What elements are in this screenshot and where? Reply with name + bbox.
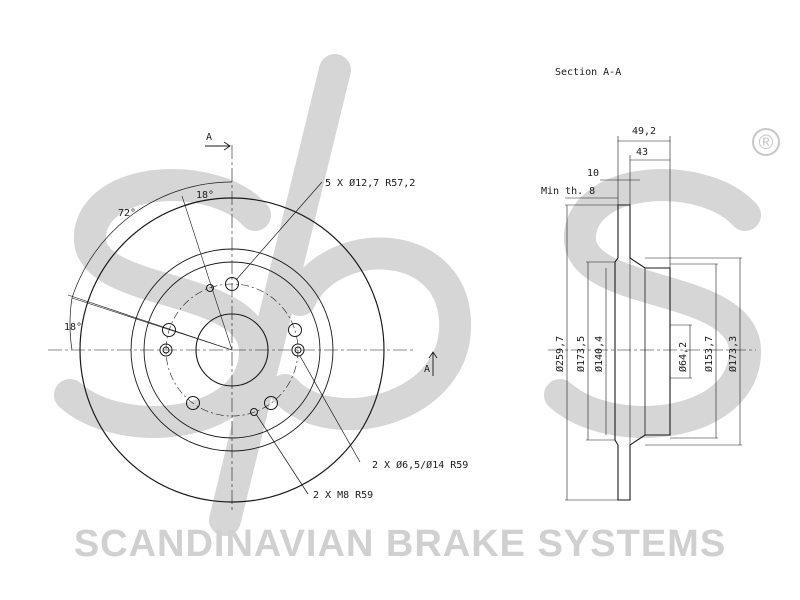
angle-18-top-arc bbox=[184, 197, 233, 206]
dim-hat-width: 43 bbox=[636, 147, 648, 158]
dia-friction-inner: Ø173,5 bbox=[575, 336, 587, 372]
registered-mark: ® bbox=[752, 128, 780, 156]
section-view bbox=[548, 136, 756, 501]
angle-18-top-label: 18° bbox=[196, 190, 214, 201]
screw-hole-inner bbox=[162, 346, 170, 354]
front-view bbox=[48, 141, 438, 510]
angle-18-left-label: 18° bbox=[64, 322, 82, 333]
leader-studs bbox=[235, 181, 323, 281]
friction-inner-circle bbox=[130, 248, 334, 452]
center-bore bbox=[195, 313, 269, 387]
leader-holes bbox=[299, 355, 361, 463]
stud-hole bbox=[264, 396, 278, 410]
leader-threads bbox=[255, 413, 309, 495]
bolt-circle bbox=[165, 283, 299, 417]
angle-72-arc bbox=[71, 181, 233, 299]
section-title: Section A-A bbox=[555, 67, 621, 78]
threaded-hole bbox=[250, 408, 258, 416]
disc-section-profile bbox=[614, 204, 671, 501]
threaded-hole bbox=[206, 284, 214, 292]
section-marker-right bbox=[428, 351, 438, 376]
hat-outer-circle bbox=[143, 261, 321, 439]
dia-hat: Ø140,4 bbox=[593, 336, 605, 372]
dim-overall-width: 49,2 bbox=[632, 126, 656, 137]
dia-bolt-face: Ø153,7 bbox=[703, 336, 715, 372]
stud-hole bbox=[186, 396, 200, 410]
sbs-logo-watermark bbox=[54, 54, 761, 536]
angle-72-label: 72° bbox=[118, 208, 136, 219]
callout-holes: 2 X Ø6,5/Ø14 R59 bbox=[372, 459, 468, 471]
section-label-right: A bbox=[424, 364, 430, 375]
screw-hole-inner bbox=[294, 346, 302, 354]
dia-hat-outer: Ø173,3 bbox=[727, 336, 739, 372]
svg-text:®: ® bbox=[759, 132, 774, 154]
callout-threads: 2 X M8 R59 bbox=[313, 490, 373, 501]
dim-thickness: 10 bbox=[587, 168, 599, 179]
callout-studs: 5 X Ø12,7 R57,2 bbox=[325, 177, 415, 189]
stud-hole bbox=[288, 323, 302, 337]
angle-18-left-arc bbox=[69, 297, 73, 351]
dia-outer: Ø259,7 bbox=[554, 336, 566, 372]
section-label-top: A bbox=[206, 132, 212, 143]
section-marker-top bbox=[205, 141, 231, 151]
min-thickness: Min th. 8 bbox=[541, 186, 595, 197]
screw-hole-outer bbox=[159, 343, 173, 357]
stud-hole bbox=[162, 323, 176, 337]
stud-hole bbox=[225, 277, 239, 291]
dia-center-bore: Ø64,2 bbox=[677, 342, 689, 372]
brand-name-watermark: SCANDINAVIAN BRAKE SYSTEMS bbox=[74, 523, 726, 565]
screw-hole-outer bbox=[291, 343, 305, 357]
